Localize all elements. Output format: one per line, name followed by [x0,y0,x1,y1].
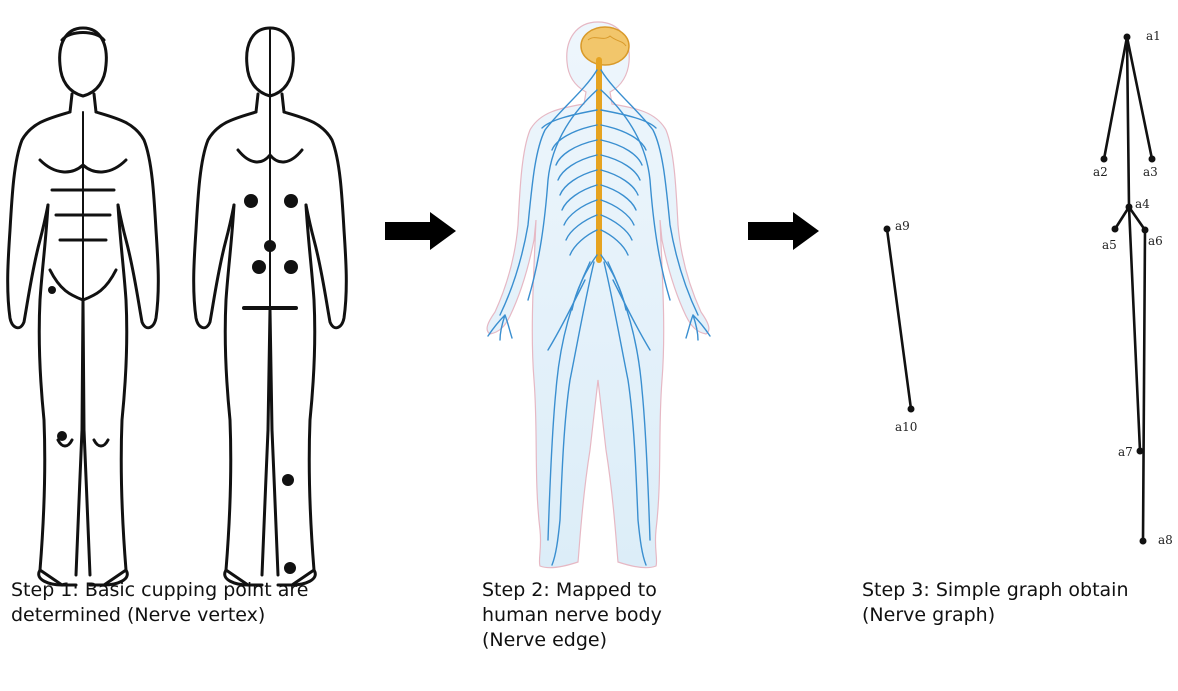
edge-a1-a3 [1127,37,1152,159]
right-arrow-icon [748,212,819,250]
graph-vertices [884,34,1156,545]
graph-labels: a1 a2 a3 a4 a5 a6 a7 a8 a9 a10 [895,29,1173,547]
vertex-a4 [1126,204,1133,211]
vertex-a9 [884,226,891,233]
edge-a1-a4 [1127,37,1129,207]
brain [581,27,629,65]
vertex-a1 [1124,34,1131,41]
label-a2: a2 [1093,165,1108,179]
label-a1: a1 [1146,29,1161,43]
step-2-caption: Step 2: Mapped to human nerve body (Nerv… [482,578,722,653]
label-a9: a9 [895,219,910,233]
nerve-graph: a1 a2 a3 a4 a5 a6 a7 a8 a9 a10 [884,29,1173,547]
step-3-caption: Step 3: Simple graph obtain (Nerve graph… [862,578,1178,628]
vertex-a2 [1101,156,1108,163]
graph-edges [887,37,1152,541]
edge-a6-a8 [1143,230,1145,541]
front-cupping-points [48,286,67,441]
edge-a9-a10 [887,229,911,409]
label-a6: a6 [1148,234,1163,248]
vertex-a3 [1149,156,1156,163]
right-arrow-icon [385,212,456,250]
edge-a4-a7 [1129,207,1140,451]
vertex-a10 [908,406,915,413]
vertex-a5 [1112,226,1119,233]
vertex-a6 [1142,227,1149,234]
label-a5: a5 [1102,238,1117,252]
vertex-a8 [1140,538,1147,545]
step-1-caption: Step 1: Basic cupping point are determin… [11,578,351,628]
front-body-figure [8,28,159,585]
label-a4: a4 [1135,197,1150,211]
nervous-system-figure [487,22,710,568]
edge-a1-a2 [1104,37,1127,159]
label-a8: a8 [1158,533,1173,547]
vertex-a7 [1137,448,1144,455]
edge-a4-a5 [1115,207,1129,229]
label-a3: a3 [1143,165,1158,179]
label-a10: a10 [895,420,917,434]
label-a7: a7 [1118,445,1133,459]
back-body-figure [194,28,347,585]
